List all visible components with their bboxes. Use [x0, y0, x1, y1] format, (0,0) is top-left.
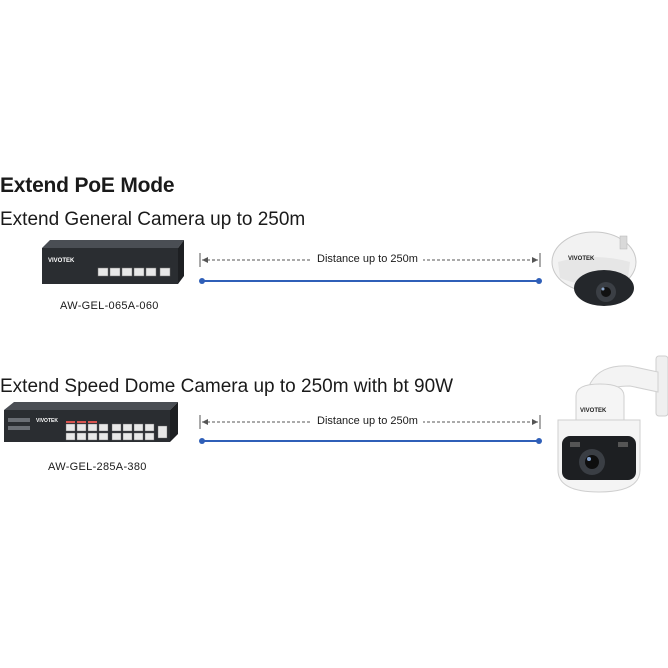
switch-model-row1: AW-GEL-065A-060: [60, 300, 159, 312]
ethernet-cable-row2: [199, 438, 542, 444]
distance-label-row2: Distance up to 250m: [312, 415, 423, 427]
switch-large-icon: VIVOTEK: [4, 402, 178, 442]
row1-subtitle: Extend General Camera up to 250m: [0, 209, 306, 230]
speed-dome-camera-icon: VIVOTEK: [557, 355, 668, 493]
dome-camera-brand: VIVOTEK: [568, 256, 595, 262]
dome-camera-icon: VIVOTEK: [551, 231, 637, 306]
switch-small-brand: VIVOTEK: [48, 258, 75, 264]
row2-subtitle: Extend Speed Dome Camera up to 250m with…: [0, 376, 454, 397]
switch-small-icon: VIVOTEK: [42, 240, 184, 284]
switch-large-brand: VIVOTEK: [36, 418, 58, 424]
speed-dome-brand: VIVOTEK: [580, 408, 607, 414]
switch-model-row2: AW-GEL-285A-380: [48, 461, 147, 473]
distance-label-row1: Distance up to 250m: [312, 253, 423, 265]
ethernet-cable-row1: [199, 278, 542, 284]
page-title: Extend PoE Mode: [0, 174, 175, 197]
